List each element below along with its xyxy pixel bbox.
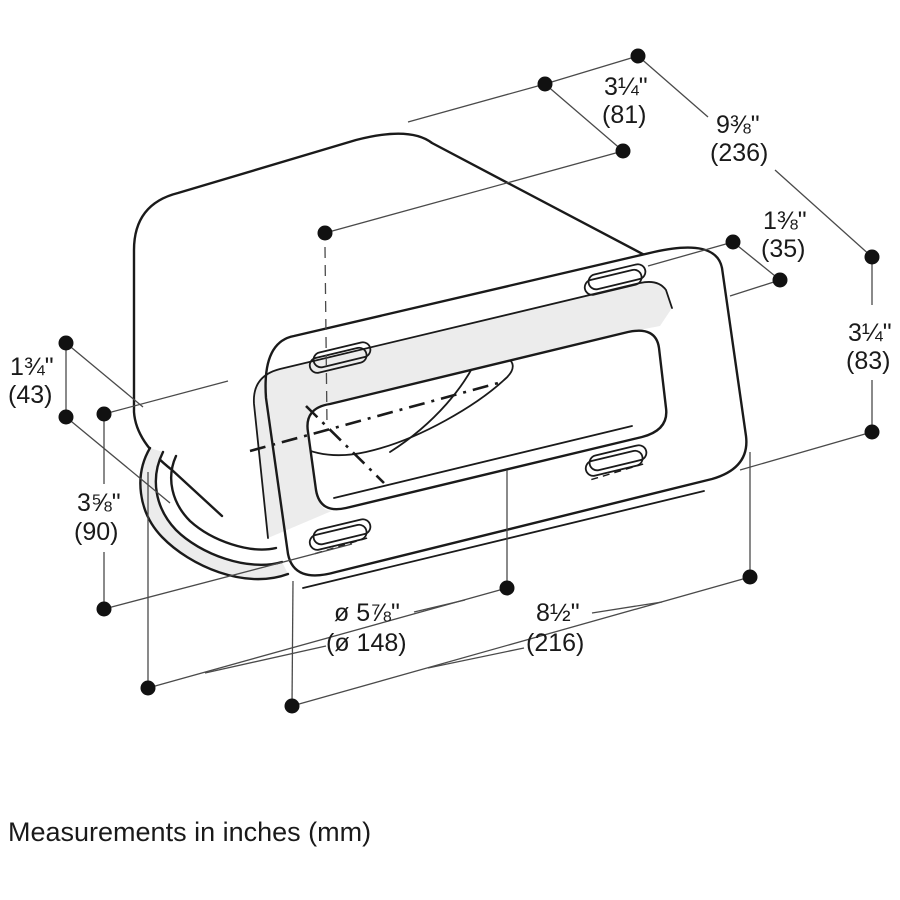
frame-bottom-thickness-line	[302, 490, 705, 589]
slot-hidden-edge	[591, 463, 644, 481]
dim35-extension-b	[729, 279, 781, 297]
dim148-leader-a	[413, 599, 466, 613]
opening-floor-line	[333, 425, 633, 499]
dim83-mm: (83)	[846, 347, 890, 375]
dim216-inches: 8½"	[536, 599, 580, 627]
slot-lip	[308, 346, 368, 374]
dim236-extension-to-center	[324, 150, 624, 234]
dim-dot	[58, 409, 74, 425]
dim-dot	[725, 234, 741, 250]
center-lines	[249, 246, 503, 484]
dim43-mm: (43)	[8, 381, 52, 409]
dim81-extension	[407, 83, 546, 123]
dim81-connector	[544, 55, 639, 85]
slot-hole	[312, 518, 372, 546]
dim148-leader-b	[204, 645, 327, 674]
center-axis-dashed-line	[324, 246, 328, 426]
dim-dot	[499, 580, 515, 596]
collar-mid-edge	[154, 450, 284, 567]
slot-bottom-left	[308, 518, 372, 555]
dimension-labels: 3¼" (81) 9⅜" (236) 1⅜" (35) 3¼" (83) 1¾"…	[8, 73, 892, 657]
slot-hidden-edge	[315, 537, 368, 555]
dim-dot	[742, 569, 758, 585]
dim43-extension-a	[65, 342, 144, 408]
slot-top-left	[308, 341, 372, 374]
dim83-inches: 3¼"	[848, 319, 892, 347]
dim216-leader-a	[591, 601, 663, 614]
dim81-inches: 3¼"	[604, 73, 648, 101]
dim-dot	[864, 424, 880, 440]
frame-outer-outline	[264, 246, 748, 577]
dim216-mm: (216)	[526, 629, 584, 657]
collar-outer-edge	[139, 446, 290, 581]
dim35-mm: (35)	[761, 235, 805, 263]
collar-inner-edge	[169, 454, 278, 551]
frame-lip-line	[253, 281, 673, 539]
dim43-inches: 1¾"	[10, 353, 54, 381]
dim-dot	[58, 335, 74, 351]
slot-lip	[583, 268, 643, 296]
dim-dot	[537, 76, 553, 92]
dim-dot	[96, 406, 112, 422]
hole-axis-1	[249, 380, 503, 453]
dim35-extension-a	[647, 241, 734, 267]
dim83-extension	[739, 431, 873, 471]
dim148-inches: ø 5⅞"	[334, 599, 400, 627]
round-collar	[139, 446, 290, 581]
back-plate-outline	[132, 132, 656, 518]
dim236-line-b	[774, 169, 873, 258]
slot-lip	[308, 523, 368, 551]
front-frame	[253, 246, 748, 589]
dim236-inches: 9⅜"	[716, 111, 760, 139]
dim35-inches: 1⅜"	[763, 207, 807, 235]
dim216-extension-left	[291, 580, 294, 707]
dim236-line-a	[637, 55, 709, 118]
dim-dot	[317, 225, 333, 241]
slot-hole	[588, 444, 648, 472]
dim236-mm: (236)	[710, 139, 768, 167]
slot-lip	[584, 449, 644, 477]
dim216-line	[291, 576, 751, 707]
dim90-mm: (90)	[74, 518, 118, 546]
dim-dot	[284, 698, 300, 714]
dim43-extension-b	[65, 416, 171, 504]
dim-dot	[864, 249, 880, 265]
dim-dot	[140, 680, 156, 696]
dim148-mm: (ø 148)	[326, 629, 407, 657]
dim-dot	[772, 272, 788, 288]
units-note: Measurements in inches (mm)	[8, 817, 371, 847]
slot-hole	[587, 263, 647, 291]
slot-bottom-right	[584, 444, 648, 481]
frame-opening-outline	[306, 329, 668, 511]
dimension-lines	[65, 55, 873, 707]
hole-axis-2	[305, 405, 385, 484]
dim90-extension-a	[103, 380, 229, 415]
slot-hole	[312, 341, 372, 369]
collar-shade	[140, 448, 288, 580]
dim90-inches: 3⅝"	[77, 489, 121, 517]
slot-top-right	[583, 263, 647, 296]
dim-dot	[615, 143, 631, 159]
dimension-dots	[58, 48, 880, 714]
dim-dot	[96, 601, 112, 617]
dim-dot	[630, 48, 646, 64]
dim216-leader-b	[427, 647, 525, 669]
dim90-extension-b	[103, 543, 353, 610]
dim35-connector	[732, 241, 781, 281]
dim81-depth-link	[544, 83, 624, 152]
dim81-mm: (81)	[602, 101, 646, 129]
